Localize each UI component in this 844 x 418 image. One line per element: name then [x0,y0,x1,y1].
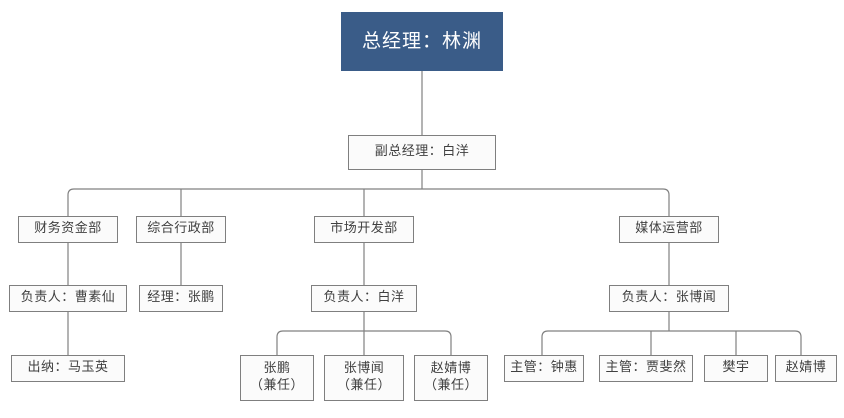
node-label: 媒体运营部 [635,221,703,237]
node-label: 出纳：马玉英 [27,360,109,376]
node-dept-finance[interactable]: 财务资金部 [18,216,118,243]
node-label: 市场开发部 [330,221,398,237]
connector-bus-media-children [541,330,802,355]
node-label: 经理：张鹏 [147,290,215,306]
node-label: 负责人：白洋 [323,290,405,306]
node-head-market[interactable]: 负责人：白洋 [311,285,417,312]
node-label-line1: 张鹏 [263,361,291,377]
node-staff-media-zhonghui[interactable]: 主管：钟惠 [504,355,584,382]
node-label: 负责人：曹素仙 [20,290,116,306]
node-staff-media-fanyu[interactable]: 樊宇 [704,355,768,382]
node-dept-media[interactable]: 媒体运营部 [619,216,719,243]
node-deputy-general-manager[interactable]: 副总经理：白洋 [348,135,496,170]
node-label: 综合行政部 [147,221,215,237]
node-label-line1: 张博闻 [343,361,385,377]
node-head-admin[interactable]: 经理：张鹏 [139,285,223,312]
node-label: 樊宇 [722,360,750,376]
node-label: 总经理：林渊 [361,30,482,53]
node-staff-media-zhaojingbo[interactable]: 赵婧博 [775,355,837,382]
node-staff-market-zhaojingbo[interactable]: 赵婧博 （兼任） [414,355,488,401]
connector-bus-departments [67,188,670,216]
node-label: 负责人：张博闻 [621,290,717,306]
node-label-line2: （兼任） [423,378,478,393]
node-head-finance[interactable]: 负责人：曹素仙 [9,285,127,312]
node-staff-cashier[interactable]: 出纳：马玉英 [11,355,125,382]
node-staff-market-zhangpeng[interactable]: 张鹏 （兼任） [240,355,314,401]
node-label: 主管：钟惠 [510,360,578,376]
node-label: 赵婧博 [785,360,827,376]
node-general-manager[interactable]: 总经理：林渊 [341,12,503,71]
node-label-line2: （兼任） [249,378,304,393]
node-label: 副总经理：白洋 [374,144,470,160]
node-staff-media-jiafeiran[interactable]: 主管：贾斐然 [599,355,693,382]
node-label-line2: （兼任） [336,378,391,393]
node-dept-market[interactable]: 市场开发部 [314,216,414,243]
connector-bus-market-children [276,330,452,355]
node-label: 主管：贾斐然 [605,360,687,376]
node-label-line1: 赵婧博 [430,361,472,377]
node-staff-market-zhangbowen[interactable]: 张博闻 （兼任） [324,355,404,401]
node-dept-admin[interactable]: 综合行政部 [136,216,226,243]
node-label: 财务资金部 [34,221,102,237]
node-head-media[interactable]: 负责人：张博闻 [609,285,729,312]
